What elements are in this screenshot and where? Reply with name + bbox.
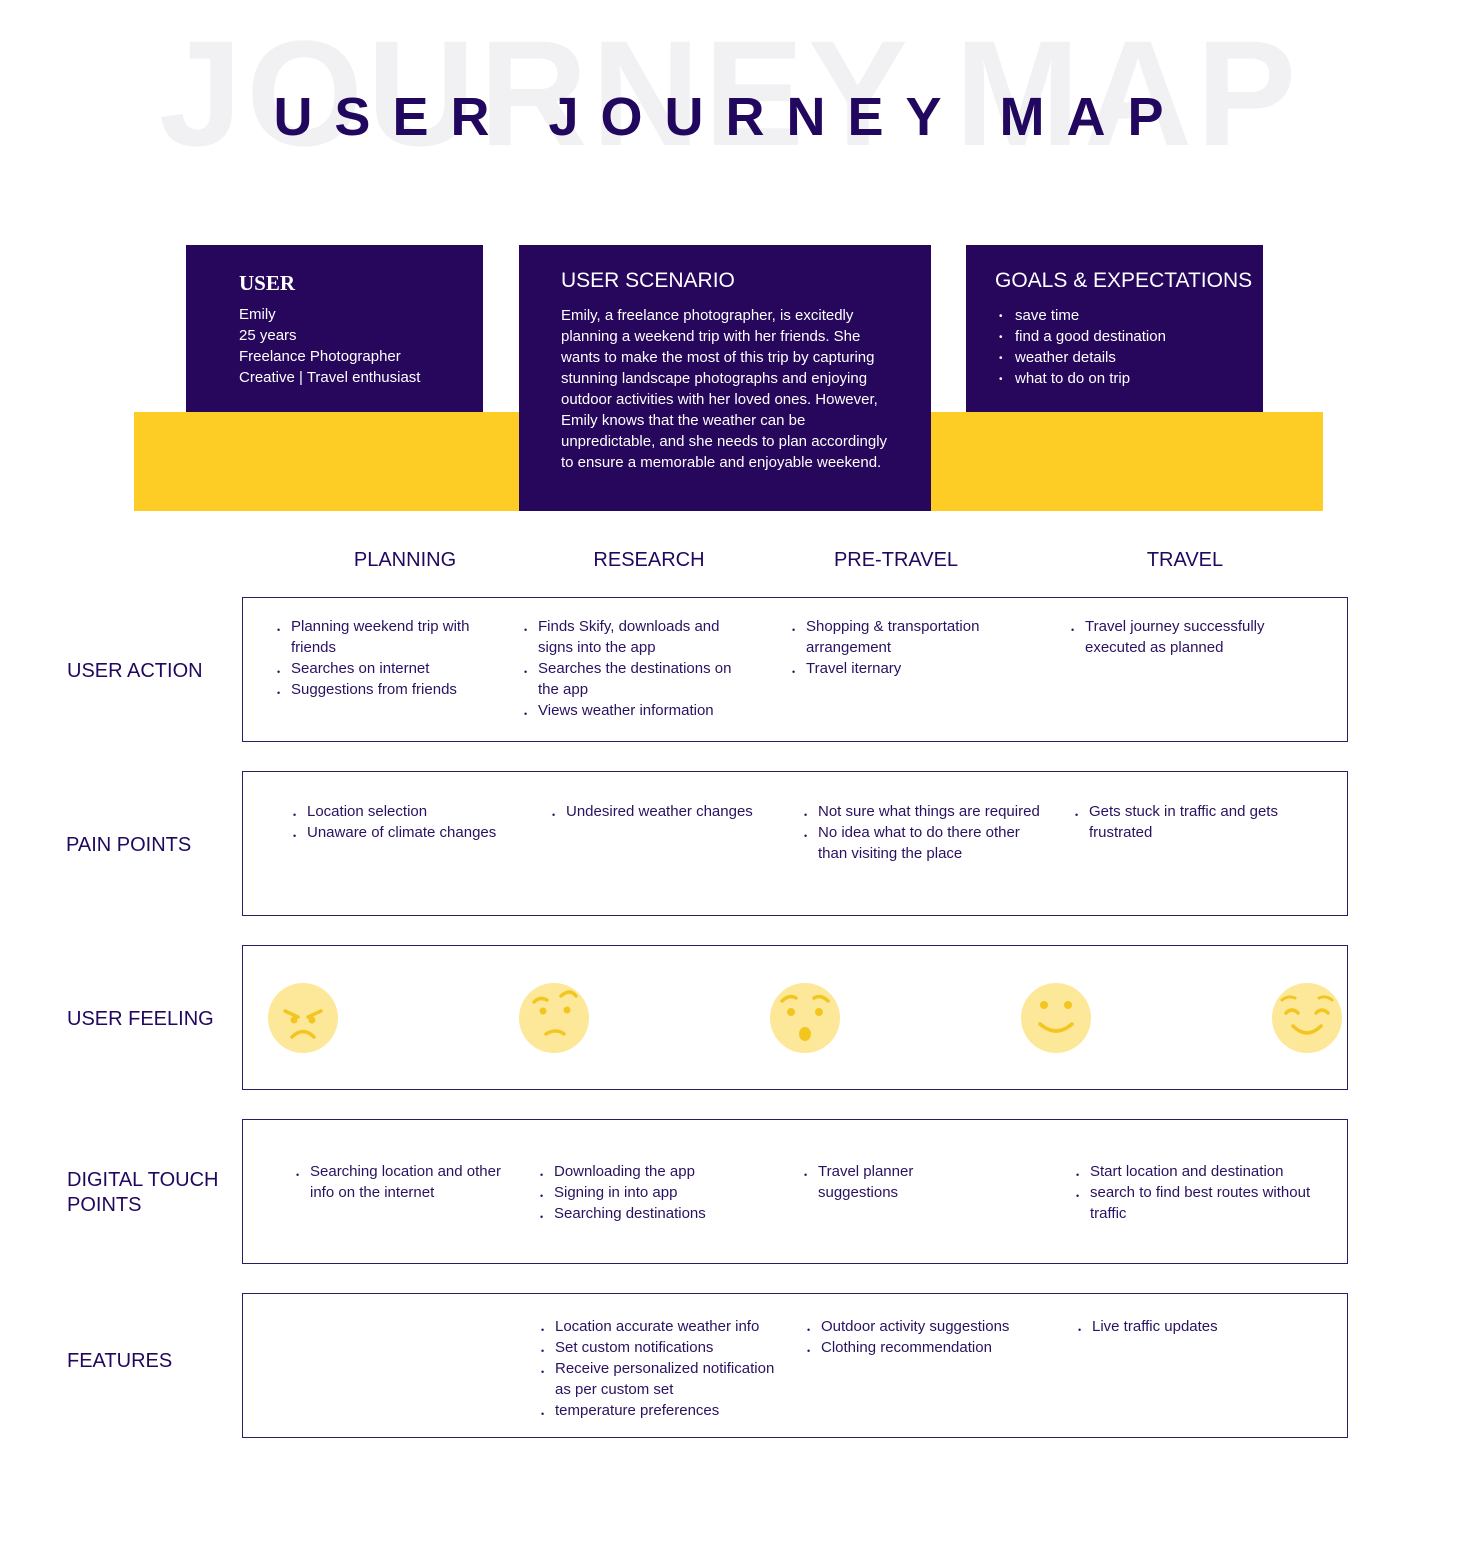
goal-item: save time [995,305,1263,327]
goals-card: GOALS & EXPECTATIONS save time find a go… [966,245,1263,412]
confused-face-icon [519,983,589,1053]
goal-item: weather details [995,347,1263,369]
touch-points-travel: Start location and destination search to… [1076,1161,1316,1224]
user-action-research: Finds Skify, downloads and signs into th… [524,616,754,725]
stage-pre-travel: PRE-TRAVEL [833,549,959,571]
pain-points-research: Undesired weather changes [552,801,782,826]
row-label-digital-touch-points: DIGITAL TOUCH POINTS [67,1168,219,1218]
user-card-title: USER [239,271,296,295]
list-item: Searching destinations [540,1203,770,1228]
pain-points-pre-travel: Not sure what things are required No ide… [804,801,1044,864]
list-item: Unaware of climate changes [293,822,523,847]
touch-points-planning: Searching location and other info on the… [296,1161,506,1203]
list-item: temperature preferences [541,1400,781,1425]
user-card: USER Emily 25 years Freelance Photograph… [186,245,483,412]
row-label-user-feeling: USER FEELING [67,1008,214,1030]
row-label-pain-points: PAIN POINTS [66,834,192,856]
list-item: Shopping & transportation arrangement [792,616,1018,658]
list-item: Not sure what things are required [804,801,1044,826]
list-item: Views weather information [524,700,754,725]
pain-points-row [242,771,1348,916]
list-item: Live traffic updates [1078,1316,1308,1341]
user-action-planning: Planning weekend trip with friends Searc… [277,616,499,704]
user-action-pre-travel: Shopping & transportation arrangement Tr… [792,616,1018,683]
list-item: Travel iternary [792,658,1018,683]
touch-points-pre-travel: Travel planner suggestions [804,1161,954,1203]
goal-item: find a good destination [995,326,1263,348]
list-item: Outdoor activity suggestions [807,1316,1037,1341]
stage-research: RESEARCH [593,549,705,571]
stage-travel: TRAVEL [1146,549,1224,571]
list-item: Planning weekend trip with friends [277,616,499,658]
row-label-line: DIGITAL TOUCH [67,1169,219,1191]
touch-points-research: Downloading the app Signing in into app … [540,1161,770,1228]
angry-face-icon [268,983,338,1053]
row-label-features: FEATURES [67,1350,173,1372]
list-item: Gets stuck in traffic and gets frustrate… [1075,801,1305,843]
goals-card-title: GOALS & EXPECTATIONS [995,269,1253,292]
row-label-user-action: USER ACTION [67,660,203,682]
features-travel: Live traffic updates [1078,1316,1308,1341]
list-item: Clothing recommendation [807,1337,1037,1362]
list-item: Suggestions from friends [277,679,499,704]
list-item: Signing in into app [540,1182,770,1207]
list-item: Searches on internet [277,658,499,683]
features-research: Location accurate weather info Set custo… [541,1316,781,1425]
list-item: Location accurate weather info [541,1316,781,1341]
list-item: Searches the destinations on the app [524,658,754,700]
page-title: USER JOURNEY MAP [273,87,1186,147]
user-traits: Creative | Travel enthusiast [239,369,421,386]
list-item: Start location and destination [1076,1161,1316,1186]
list-item: Travel planner suggestions [804,1161,954,1203]
surprised-face-icon [770,983,840,1053]
list-item: Location selection [293,801,523,826]
list-item: Set custom notifications [541,1337,781,1362]
goal-item: what to do on trip [995,368,1263,390]
features-pre-travel: Outdoor activity suggestions Clothing re… [807,1316,1037,1362]
stage-planning: PLANNING [353,549,457,571]
smiling-face-icon [1021,983,1091,1053]
happy-face-icon [1272,983,1342,1053]
pain-points-planning: Location selection Unaware of climate ch… [293,801,523,847]
list-item: Receive personalized notification as per… [541,1358,781,1400]
list-item: No idea what to do there other than visi… [804,822,1044,864]
list-item: Travel journey successfully executed as … [1071,616,1297,658]
list-item: Undesired weather changes [552,801,782,826]
scenario-text: Emily, a freelance photographer, is exci… [561,307,888,471]
user-action-travel: Travel journey successfully executed as … [1071,616,1297,658]
list-item: Downloading the app [540,1161,770,1186]
list-item: Searching location and other info on the… [296,1161,506,1203]
row-label-line: POINTS [67,1194,142,1216]
user-name: Emily [239,306,276,323]
scenario-card: USER SCENARIO Emily, a freelance photogr… [519,245,931,511]
watermark-title: JOURNEY MAP [158,9,1301,177]
features-row [242,1293,1348,1438]
user-occupation: Freelance Photographer [239,348,401,365]
pain-points-travel: Gets stuck in traffic and gets frustrate… [1075,801,1305,843]
list-item: search to find best routes without traff… [1076,1182,1316,1224]
user-age: 25 years [239,327,297,344]
list-item: Finds Skify, downloads and signs into th… [524,616,754,658]
scenario-card-title: USER SCENARIO [561,269,735,292]
